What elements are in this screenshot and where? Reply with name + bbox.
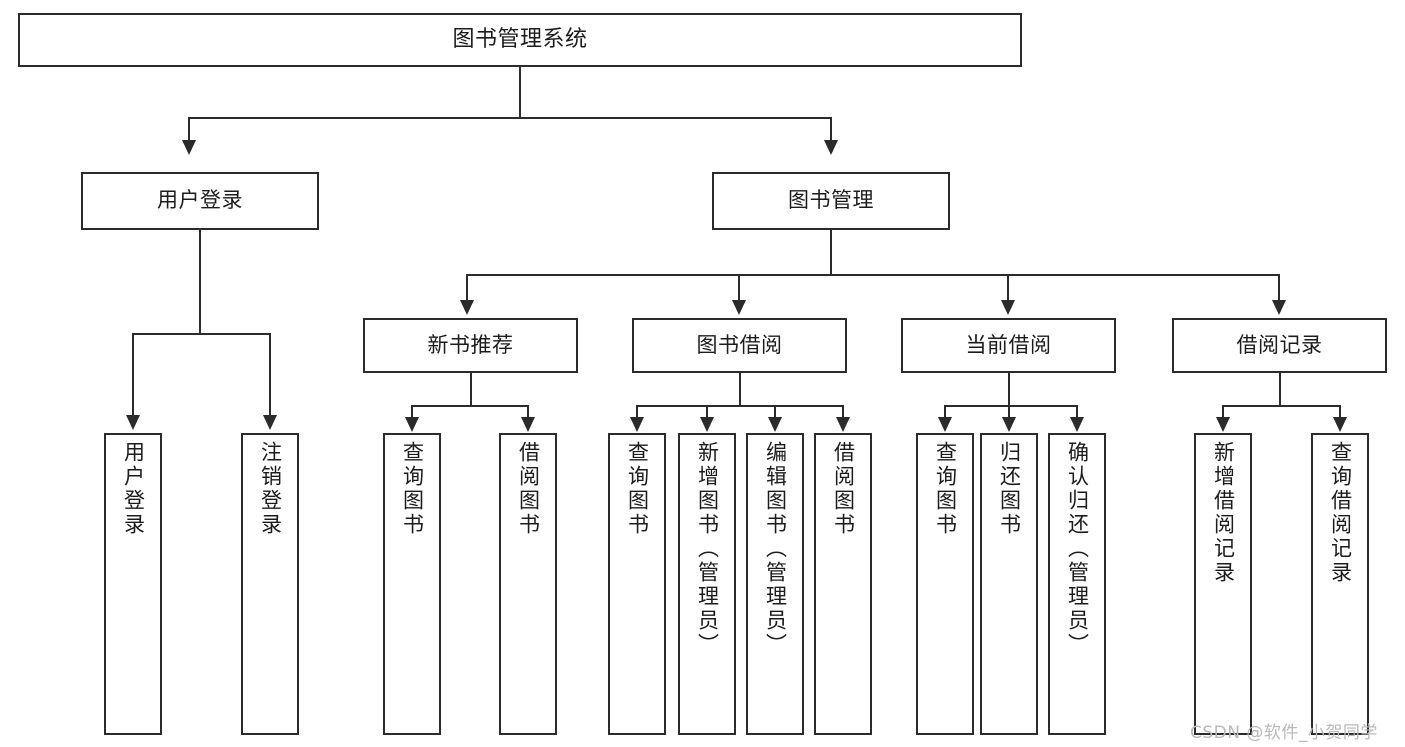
connector-drop-user-login xyxy=(188,117,190,143)
node-label: 图书借阅 xyxy=(696,332,783,357)
leaf-borrow-book-2[interactable]: 借阅图书 xyxy=(814,433,872,735)
arrowhead-current-borrow xyxy=(1001,300,1015,315)
connector-level2-bus xyxy=(466,274,1280,276)
connector-drop-current-borrow xyxy=(1007,274,1009,302)
arrowhead-leaf-add-record xyxy=(1216,417,1230,432)
arrowhead-user-login xyxy=(182,140,196,155)
node-root-图书管理系统[interactable]: 图书管理系统 xyxy=(18,13,1022,67)
leaf-logout-login[interactable]: 注销登录 xyxy=(241,433,299,735)
leaf-label: 查询图书 xyxy=(933,441,958,537)
node-current-borrow[interactable]: 当前借阅 xyxy=(901,318,1116,373)
arrowhead-leaf-query-book-1 xyxy=(405,417,419,432)
leaf-add-record[interactable]: 新增借阅记录 xyxy=(1194,433,1252,735)
connector-new-book-recommend-bus xyxy=(412,405,529,407)
connector-current-borrow-stem xyxy=(1008,373,1010,406)
leaf-edit-book[interactable]: 编辑图书（管理员） xyxy=(746,433,804,735)
connector-drop-leaf-add-record xyxy=(1222,405,1224,419)
leaf-label: 查询图书 xyxy=(625,441,650,537)
node-new-book-recommend[interactable]: 新书推荐 xyxy=(363,318,578,373)
connector-drop-book-manage xyxy=(830,117,832,143)
node-label: 新书推荐 xyxy=(427,332,514,357)
node-label: 当前借阅 xyxy=(965,332,1052,357)
connector-drop-leaf-return-book xyxy=(1008,405,1010,419)
node-user-login[interactable]: 用户登录 xyxy=(81,172,319,230)
connector-current-borrow-bus xyxy=(945,405,1078,407)
leaf-user-login[interactable]: 用户登录 xyxy=(104,433,162,735)
connector-drop-leaf-borrow-book-2 xyxy=(842,405,844,419)
arrowhead-borrow-record xyxy=(1272,300,1286,315)
arrowhead-leaf-query-book-2 xyxy=(630,417,644,432)
connector-root-stem xyxy=(519,67,521,118)
leaf-label: 确认归还（管理员） xyxy=(1065,441,1090,657)
arrowhead-leaf-borrow-book-1 xyxy=(521,417,535,432)
leaf-label: 归还图书 xyxy=(997,441,1022,537)
arrowhead-new-book-recommend xyxy=(460,300,474,315)
arrowhead-leaf-logout-login xyxy=(263,415,277,430)
leaf-query-book-1[interactable]: 查询图书 xyxy=(383,433,441,735)
connector-borrow-record-stem xyxy=(1279,373,1281,406)
connector-book-borrow-bus xyxy=(637,405,844,407)
connector-drop-book-borrow xyxy=(738,274,740,302)
arrowhead-leaf-confirm-return xyxy=(1070,417,1084,432)
leaf-borrow-book-1[interactable]: 借阅图书 xyxy=(499,433,557,735)
leaf-label: 借阅图书 xyxy=(516,441,541,537)
arrowhead-leaf-borrow-book-2 xyxy=(836,417,850,432)
connector-drop-leaf-borrow-book-1 xyxy=(527,405,529,419)
connector-new-book-recommend-stem xyxy=(470,373,472,406)
leaf-label: 新增借阅记录 xyxy=(1211,441,1236,585)
connector-book-manage-stem xyxy=(830,230,832,275)
arrowhead-leaf-edit-book xyxy=(768,417,782,432)
arrowhead-leaf-query-record xyxy=(1333,417,1347,432)
connector-drop-leaf-logout-login xyxy=(269,333,271,418)
node-label: 借阅记录 xyxy=(1236,332,1323,357)
leaf-label: 编辑图书（管理员） xyxy=(763,441,788,657)
connector-user-login-bus xyxy=(133,333,271,335)
leaf-label: 新增图书（管理员） xyxy=(695,441,720,657)
leaf-query-record[interactable]: 查询借阅记录 xyxy=(1311,433,1369,735)
leaf-query-book-2[interactable]: 查询图书 xyxy=(608,433,666,735)
connector-drop-leaf-query-book-3 xyxy=(944,405,946,419)
leaf-label: 查询图书 xyxy=(400,441,425,537)
connector-drop-leaf-add-book xyxy=(706,405,708,419)
leaf-label: 用户登录 xyxy=(121,441,146,537)
node-label: 图书管理系统 xyxy=(452,26,588,52)
leaf-label: 借阅图书 xyxy=(831,441,856,537)
arrowhead-leaf-user-login xyxy=(126,415,140,430)
leaf-label: 注销登录 xyxy=(258,441,283,537)
node-book-borrow[interactable]: 图书借阅 xyxy=(632,318,847,373)
connector-drop-leaf-query-record xyxy=(1339,405,1341,419)
connector-drop-leaf-query-book-1 xyxy=(411,405,413,419)
node-label: 用户登录 xyxy=(157,188,243,213)
connector-drop-new-book-recommend xyxy=(466,274,468,302)
arrowhead-book-borrow xyxy=(732,300,746,315)
arrowhead-book-manage xyxy=(824,140,838,155)
leaf-return-book[interactable]: 归还图书 xyxy=(980,433,1038,735)
connector-borrow-record-bus xyxy=(1223,405,1341,407)
leaf-label: 查询借阅记录 xyxy=(1328,441,1353,585)
connector-drop-leaf-user-login xyxy=(132,333,134,418)
arrowhead-leaf-add-book xyxy=(700,417,714,432)
connector-drop-borrow-record xyxy=(1278,274,1280,302)
connector-user-login-stem xyxy=(199,230,201,333)
connector-level1-bus xyxy=(188,117,832,119)
leaf-confirm-return[interactable]: 确认归还（管理员） xyxy=(1048,433,1106,735)
node-label: 图书管理 xyxy=(788,188,874,213)
connector-book-borrow-stem xyxy=(739,373,741,406)
connector-drop-leaf-edit-book xyxy=(774,405,776,419)
arrowhead-leaf-query-book-3 xyxy=(938,417,952,432)
arrowhead-leaf-return-book xyxy=(1002,417,1016,432)
node-borrow-record[interactable]: 借阅记录 xyxy=(1172,318,1387,373)
leaf-query-book-3[interactable]: 查询图书 xyxy=(916,433,974,735)
leaf-add-book[interactable]: 新增图书（管理员） xyxy=(678,433,736,735)
connector-drop-leaf-query-book-2 xyxy=(636,405,638,419)
connector-drop-leaf-confirm-return xyxy=(1076,405,1078,419)
node-book-manage[interactable]: 图书管理 xyxy=(712,172,950,230)
